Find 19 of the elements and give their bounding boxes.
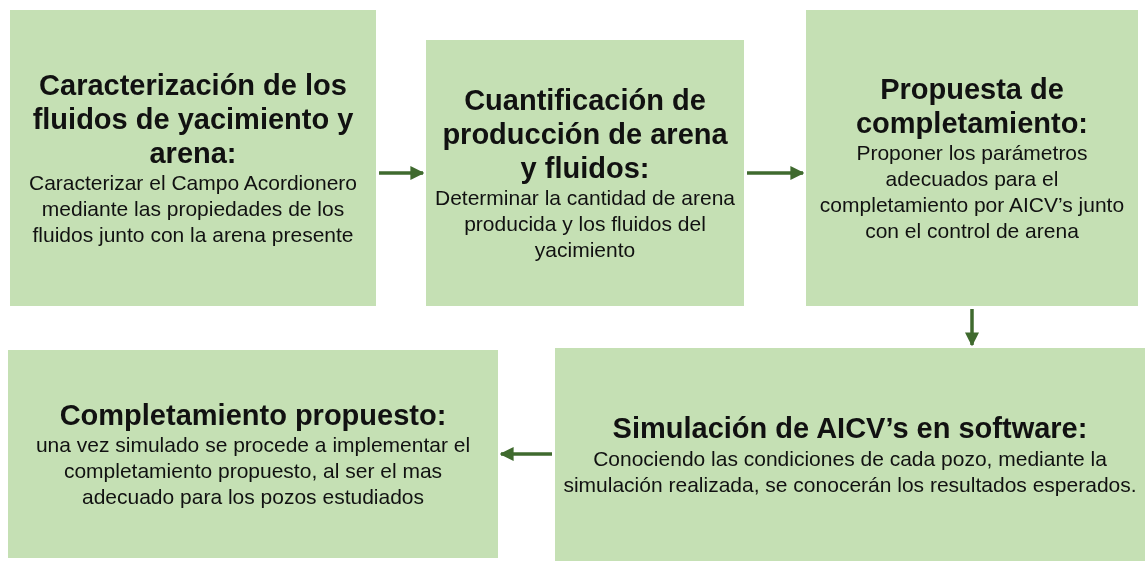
step-description: Determinar la cantidad de arena producida y los fluidos del yacimiento [434, 185, 736, 264]
arrow [379, 166, 425, 180]
arrow [965, 309, 979, 347]
step-title: Cuantificación de producción de arena y fluidos: [441, 82, 729, 186]
step-title: Simulación de AICV’s en software: [612, 412, 1088, 445]
step-description: Caracterizar el Campo Acordionero mediante las propiedades de los fluidos junto con la arena presente [28, 170, 358, 249]
process-box [10, 10, 376, 306]
process-box [8, 350, 498, 558]
process-box [806, 10, 1138, 306]
arrow [747, 166, 805, 180]
step-description: una vez simulado se procede a implementar el completamiento propuesto, al ser el mas adecuado para los pozos estudiados [34, 432, 472, 511]
step-title: Caracterización de los fluidos de yacimiento y arena: [31, 67, 355, 171]
step-description: Conociendo las condiciones de cada pozo, mediante la simulación realizada, se conocerán los resultados esperados. [563, 446, 1137, 496]
step-title: Propuesta de completamiento: [855, 71, 1089, 141]
step-title: Completamiento propuesto: [59, 397, 447, 433]
process-box [426, 40, 744, 306]
arrow [499, 447, 552, 461]
process-box [555, 348, 1145, 561]
step-description: Proponer los parámetros adecuados para el completamiento por AICV’s junto con el control de arena [818, 140, 1126, 245]
